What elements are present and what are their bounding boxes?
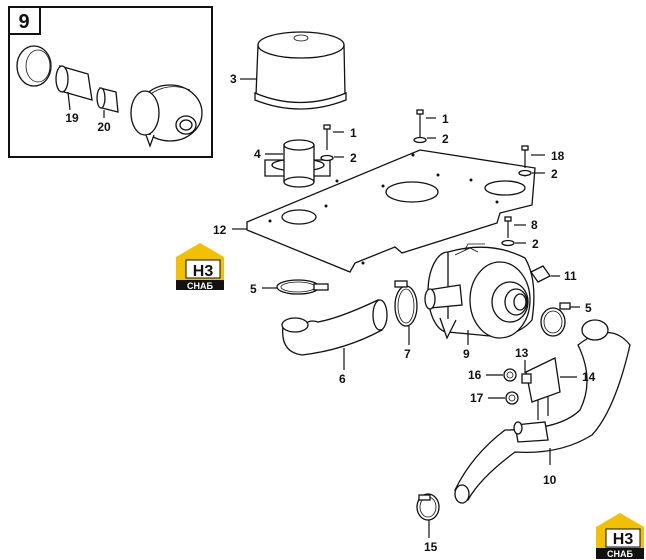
air-cleaner-cover — [254, 31, 347, 110]
logo-right-top: H3 — [613, 531, 634, 548]
callout-12: 12 — [213, 223, 227, 237]
callout-19: 19 — [65, 111, 79, 125]
brand-logo-left: H3 СНАБ — [176, 243, 224, 291]
callout-20: 20 — [97, 120, 111, 134]
callout-7: 7 — [404, 347, 411, 361]
inset-cap — [16, 45, 52, 87]
callout-10: 10 — [543, 473, 557, 487]
bracket-14 — [525, 357, 561, 420]
callout-1-a: 1 — [350, 126, 357, 140]
callout-9: 9 — [463, 347, 470, 361]
callout-5-b: 5 — [585, 301, 592, 315]
intake-hose-10 — [454, 319, 631, 504]
callout-1-b: 1 — [442, 112, 449, 126]
brand-logo-right: H3 СНАБ — [596, 513, 644, 559]
callout-2-b: 2 — [442, 132, 449, 146]
callout-11: 11 — [564, 269, 577, 283]
restriction-indicator-11 — [530, 265, 551, 283]
hose-clamp-15 — [416, 493, 440, 521]
inset-number: 9 — [18, 11, 29, 33]
bolt-8 — [504, 216, 512, 238]
mount-17 — [505, 391, 519, 405]
washer-2b — [413, 136, 427, 144]
mounting-plate — [246, 149, 536, 273]
callout-18: 18 — [551, 149, 565, 163]
washer-2d — [501, 239, 515, 247]
callout-6: 6 — [339, 372, 346, 386]
nut-13 — [521, 373, 532, 384]
callout-2-a: 2 — [350, 151, 357, 165]
bolt-18 — [521, 145, 529, 168]
washer-2a — [320, 154, 334, 162]
callout-8: 8 — [531, 218, 538, 232]
mount-16 — [503, 368, 517, 382]
callout-15: 15 — [424, 540, 438, 554]
elbow-hose-6 — [281, 299, 388, 356]
hose-clamp-7 — [394, 280, 418, 327]
filter-cartridge — [264, 139, 331, 188]
callout-3: 3 — [230, 72, 237, 86]
callout-16: 16 — [468, 368, 482, 382]
logo-left-top: H3 — [193, 263, 214, 280]
air-cleaner-housing — [424, 243, 535, 340]
inset-panel: 9 19 20 — [8, 6, 213, 158]
bolt-1a — [323, 124, 331, 150]
callout-4: 4 — [254, 147, 261, 161]
callout-2-c: 2 — [551, 167, 558, 181]
callout-14: 14 — [582, 370, 596, 384]
callout-17: 17 — [470, 391, 484, 405]
inset-housing — [130, 84, 203, 148]
hose-clamp-5-right — [540, 302, 571, 337]
callout-2-d: 2 — [532, 237, 539, 251]
logo-right-bottom: СНАБ — [607, 549, 633, 559]
callout-13: 13 — [515, 346, 529, 360]
callout-5-a: 5 — [250, 282, 257, 296]
washer-2c — [518, 169, 532, 177]
logo-left-bottom: СНАБ — [187, 281, 213, 291]
hose-clamp-5-left — [276, 279, 329, 295]
bolt-1b — [416, 109, 424, 137]
